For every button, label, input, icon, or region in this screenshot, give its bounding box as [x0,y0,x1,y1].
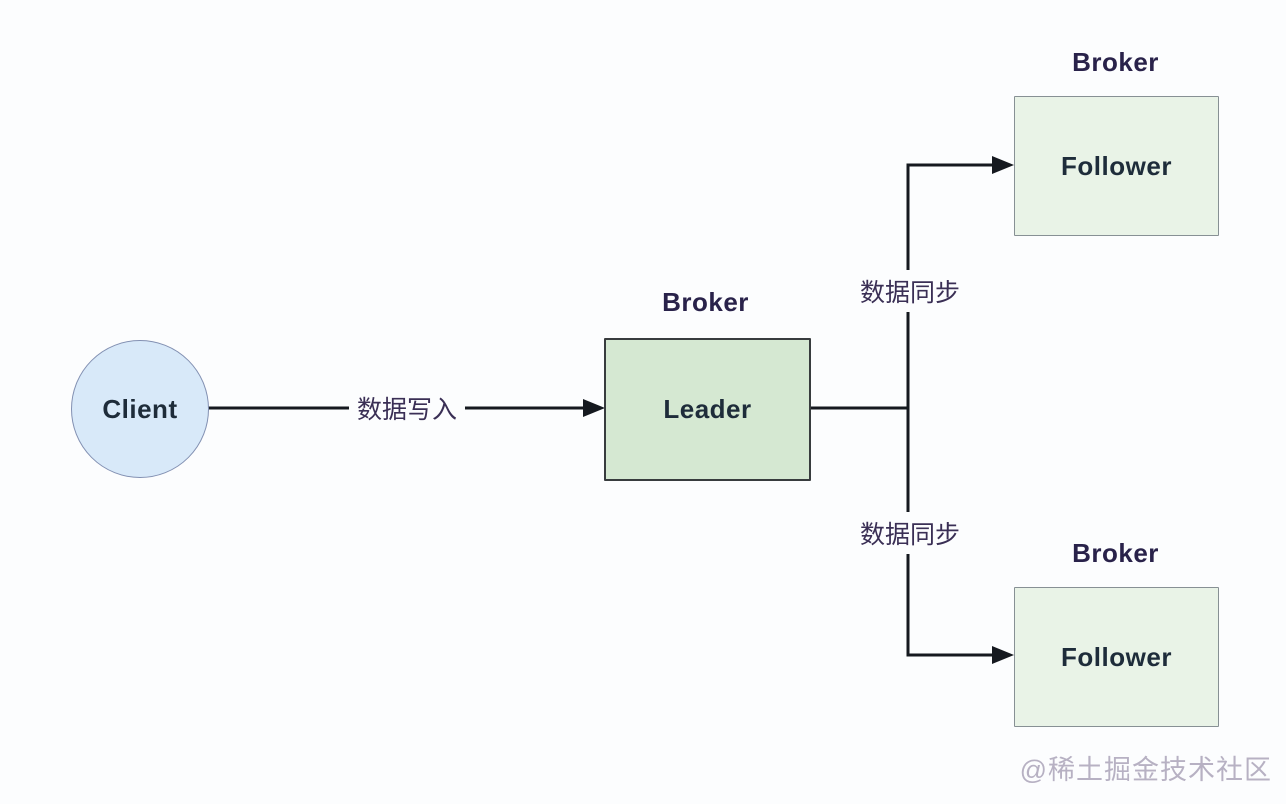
write-arrowhead [583,399,605,417]
follower-top-broker-title: Broker [1072,47,1159,77]
sync-bottom-arrowhead [992,646,1014,664]
leader-label: Leader [663,394,752,424]
watermark: @稀土掘金技术社区 [1019,755,1272,785]
write-edge-label: 数据写入 [348,387,466,429]
sync-top-edge-label: 数据同步 [851,270,969,312]
follower-top-node: Follower [1014,96,1219,236]
sync-top-arrowhead [992,156,1014,174]
follower-bottom-label: Follower [1061,641,1172,672]
sync-bottom-edge-label: 数据同步 [851,512,969,554]
client-label: Client [102,393,178,424]
follower-top-label: Follower [1061,150,1172,181]
leader-node: Leader [604,338,811,481]
follower-bottom-node: Follower [1014,587,1219,727]
client-node: Client [71,340,209,478]
follower-bottom-broker-title: Broker [1072,538,1159,568]
leader-broker-title: Broker [662,287,749,317]
